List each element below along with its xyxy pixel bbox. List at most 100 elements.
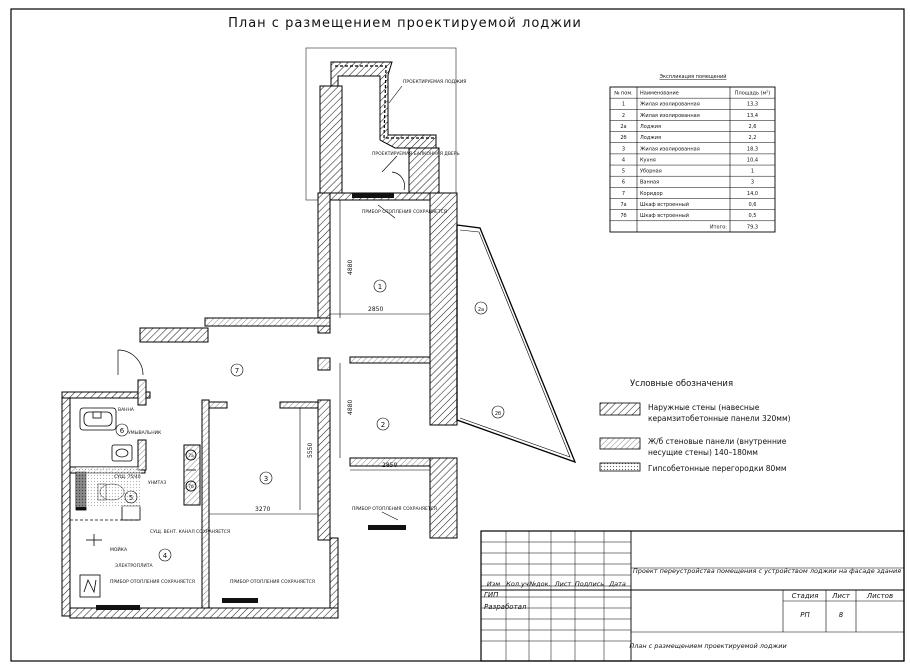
explication-header-name: Наименование — [640, 91, 679, 97]
explication-cell-num: 7а — [620, 202, 626, 208]
sheet-label: Лист — [831, 592, 851, 600]
explication-cell-num: 7б — [620, 213, 626, 219]
explication-cell-name: Уборная — [640, 169, 662, 175]
project-name: Проект переустройства помещения с устрой… — [633, 567, 901, 575]
developed-label: Разработал — [484, 603, 527, 611]
room-1: 1 — [378, 283, 382, 291]
explication-cell-area: 13,3 — [747, 102, 758, 108]
title-block-column-1: Кол.уч — [506, 580, 529, 588]
sheet-value: 8 — [839, 611, 844, 619]
dim-4: 2850 — [382, 462, 397, 469]
heater-label-3: ПРИБОР ОТОПЛЕНИЯ СОХРАНЯЕТСЯ — [230, 579, 315, 585]
explication-title: Экспликация помещений — [659, 73, 726, 80]
explication-cell-num: 4 — [622, 157, 625, 163]
dim-6: 3270 — [255, 506, 270, 513]
explication-cell-area: 0,6 — [749, 202, 757, 208]
gip-label: ГИП — [484, 591, 499, 599]
dim-5: 5550 — [307, 443, 314, 458]
room-2: 2 — [381, 421, 385, 429]
stage-value: РП — [800, 611, 810, 619]
toilet-label: УНИТАЗ — [148, 480, 166, 486]
heaters — [96, 193, 406, 610]
sheet-title: План с размещением проектируемой лоджии — [228, 16, 582, 31]
stage-label: Стадия — [792, 592, 819, 600]
room-markers — [115, 279, 505, 562]
explication-table: Экспликация помещений № пом. Наименование… — [609, 73, 776, 233]
title-block-column-2: №док. — [528, 580, 550, 588]
legend-item-2-line1: Ж/б стеновые панели (внутренние — [648, 437, 787, 446]
explication-cell-num: 5 — [622, 169, 625, 175]
explication-cell-num: 2а — [620, 124, 626, 130]
sheet-frame — [10, 8, 905, 662]
wash-label: МОЙКА — [110, 546, 128, 553]
explication-total-label: Итого: — [710, 224, 727, 230]
title-block — [480, 530, 905, 662]
title-block-column-5: Дата — [608, 580, 626, 588]
room-2b: 2б — [495, 411, 501, 417]
legend-title: Условные обозначения — [630, 379, 733, 389]
explication-cell-num: 3 — [622, 146, 625, 152]
heater-label-4: ПРИБОР ОТОПЛЕНИЯ СОХРАНЯЕТСЯ — [110, 579, 195, 585]
sheets-label: Листов — [866, 592, 893, 600]
legend-item-1-line2: керамзитобетонные панели 320мм) — [648, 414, 791, 423]
room-7b: 7б — [188, 484, 194, 490]
explication-cell-area: 18,3 — [747, 146, 758, 152]
room-2a: 2а — [478, 307, 484, 313]
explication-total-value: 79,3 — [747, 224, 758, 230]
legend: Условные обозначения Наружные стены (нав… — [599, 379, 791, 473]
legend-item-3-line1: Гипсобетонные перегородки 80мм — [648, 464, 787, 473]
explication-cell-name: Лоджия — [640, 124, 661, 130]
room-3: 3 — [264, 475, 268, 483]
dim-1: 4880 — [347, 260, 354, 275]
loggia-area: ПРОЕКТИРУЕМАЯ ЛОДЖИЯ ПРОЕКТИРУЕМАЯ БАЛКО… — [305, 47, 466, 201]
explication-cell-area: 2,6 — [749, 124, 757, 130]
heater-label-2: ПРИБОР ОТОПЛЕНИЯ СОХРАНЯЕТСЯ — [352, 506, 437, 512]
explication-cell-name: Шкаф встроенный — [640, 212, 689, 219]
explication-cell-area: 0,5 — [749, 213, 757, 219]
balcony-door-label: ПРОЕКТИРУЕМАЯ БАЛКОННАЯ ДВЕРЬ — [372, 151, 460, 157]
explication-header-area: Площадь (м²) — [735, 91, 771, 97]
explication-cell-name: Жилая изолированная — [640, 146, 700, 152]
room-7a: 7а — [188, 453, 194, 459]
explication-cell-area: 13,4 — [747, 113, 758, 119]
bath-label: ВАННА — [118, 407, 135, 413]
explication-cell-name: Жилая изолированная — [640, 113, 700, 119]
explication-cell-name: Кухня — [640, 157, 656, 163]
room-7: 7 — [235, 367, 239, 375]
explication-header-num: № пом. — [614, 91, 633, 97]
dim-2: 2850 — [368, 306, 383, 313]
legend-item-1-line1: Наружные стены (навесные — [648, 403, 760, 412]
explication-cell-num: 1 — [622, 102, 625, 108]
explication-cell-area: 14,0 — [747, 191, 758, 197]
stove-label: ЭЛЕКТРОПЛИТА — [115, 563, 153, 569]
explication-cell-num: 2 — [622, 113, 625, 119]
explication-cell-num: 6 — [622, 180, 625, 186]
heater-label-1: ПРИБОР ОТОПЛЕНИЯ СОХРАНЯЕТСЯ — [362, 209, 447, 215]
walls — [61, 192, 458, 619]
explication-cell-name: Жилая изолированная — [640, 102, 700, 108]
title-block-column-4: Подпись — [575, 580, 604, 588]
counter-label: СУЩ. 75/40 — [114, 474, 141, 480]
explication-cell-name: Ванная — [640, 180, 659, 186]
drawing-title: План с размещением проектируемой лоджии — [629, 642, 786, 650]
explication-cell-area: 2,2 — [749, 135, 757, 141]
legend-item-2-line2: несущие стены) 140–180мм — [648, 448, 758, 457]
explication-cell-name: Шкаф встроенный — [640, 201, 689, 208]
sink-label: УМЫВАЛЬНИК — [128, 430, 162, 436]
explication-cell-name: Лоджия — [640, 135, 661, 141]
explication-cell-num: 7 — [622, 191, 625, 197]
explication-cell-area: 1 — [751, 169, 754, 175]
title-block-column-3: Лист — [554, 580, 572, 588]
dim-3: 4880 — [347, 400, 354, 415]
title-block-column-0: Изм — [487, 580, 500, 588]
loggia-label: ПРОЕКТИРУЕМАЯ ЛОДЖИЯ — [403, 79, 466, 85]
partitions — [70, 349, 144, 521]
room-5: 5 — [129, 494, 133, 502]
legend-swatch-interior — [599, 437, 641, 450]
vent-label: СУЩ. ВЕНТ. КАНАЛ СОХРАНЯЕТСЯ — [150, 529, 230, 535]
loggia-triangle — [456, 224, 577, 464]
dimension-lines — [209, 200, 430, 515]
explication-cell-name: Коридор — [640, 191, 663, 197]
room-4: 4 — [163, 552, 168, 560]
